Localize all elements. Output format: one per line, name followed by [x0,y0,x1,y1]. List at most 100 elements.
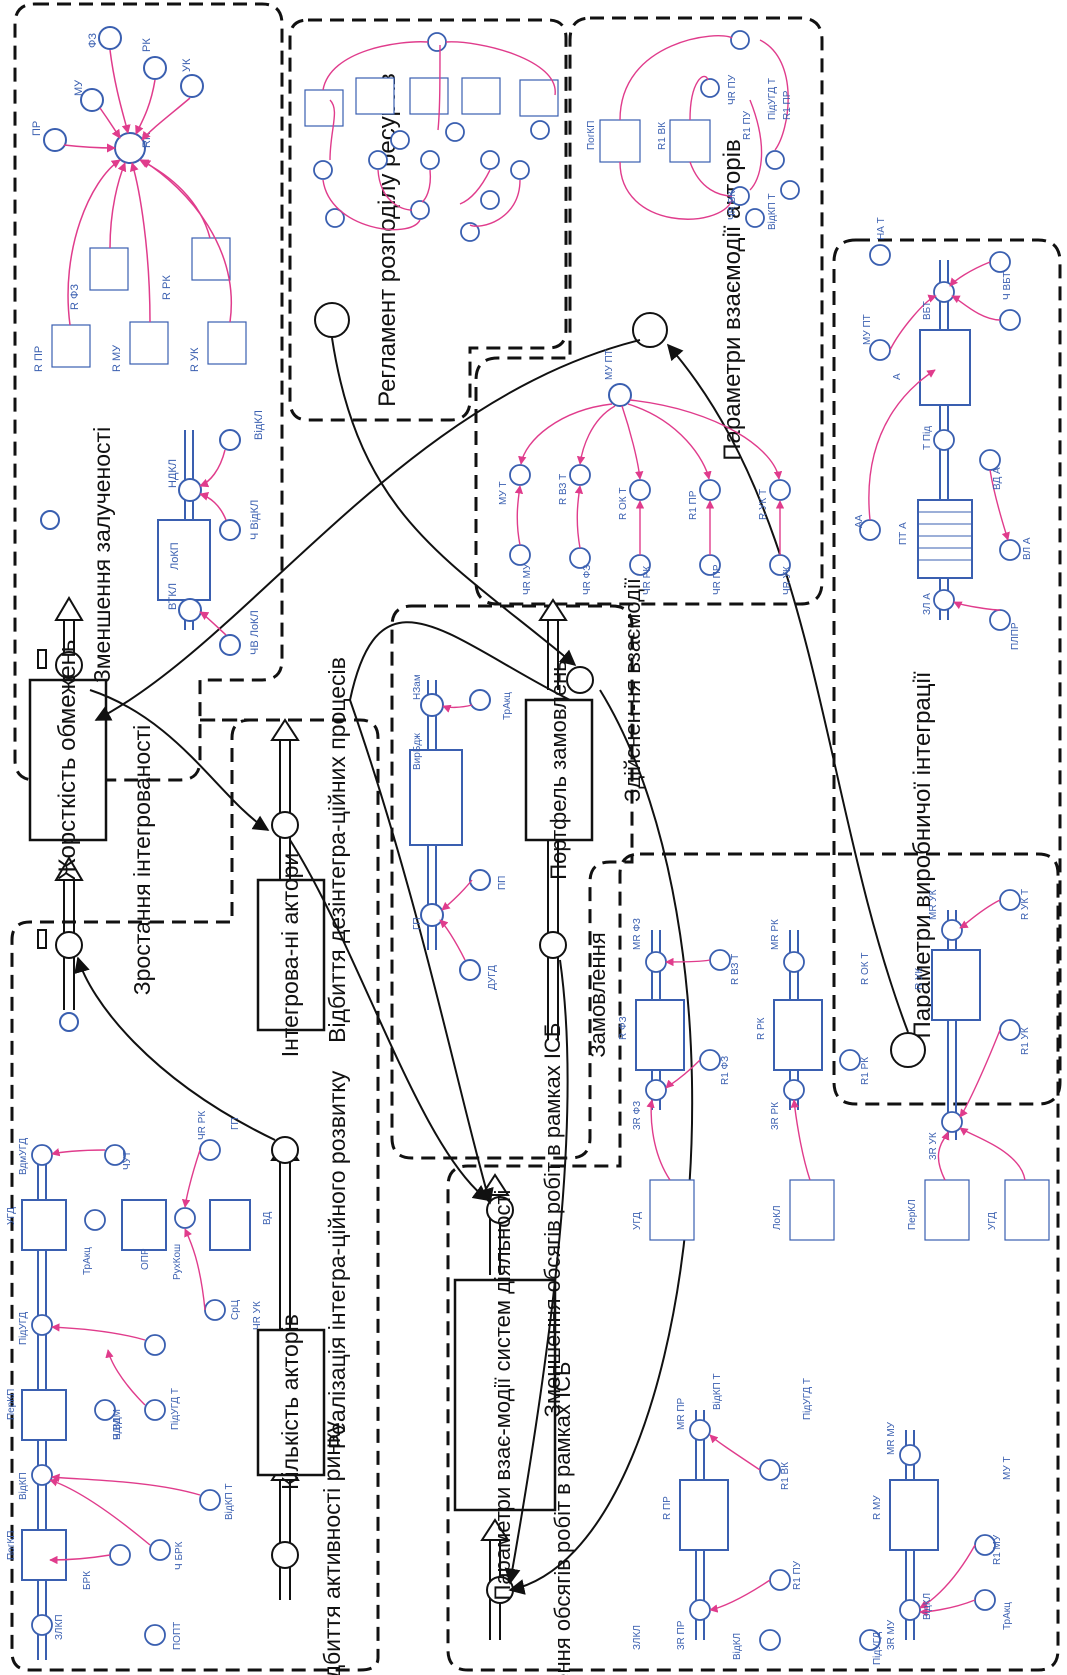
svg-text:ВЛ А: ВЛ А [1022,537,1033,560]
panel8-content: R ФЗ R РК R УК R ПР R МУ 3R ФЗ 3R РК 3R … [618,889,1050,1665]
svg-text:MR УК: MR УК [928,889,939,920]
svg-text:ВідКП Т: ВідКП Т [712,1373,723,1410]
svg-text:R ОК Т: R ОК Т [860,953,871,986]
svg-text:R1 РК: R1 РК [860,1057,871,1085]
cloud-icon [59,1012,79,1032]
svg-text:R УК Т: R УК Т [758,489,769,520]
svg-text:MR ФЗ: MR ФЗ [632,918,643,950]
actors-count-label: Кількість акторів [277,1314,303,1490]
svg-text:БРК: БРК [82,1571,93,1590]
svg-text:ГП: ГП [412,917,423,930]
svg-text:R ФЗ: R ФЗ [618,1016,629,1040]
svg-text:МУ ПТ: МУ ПТ [604,349,615,380]
svg-text:R УК: R УК [189,347,201,372]
actors-count-stock[interactable] [256,1328,326,1477]
panel-outline-3 [474,16,824,606]
valve-handle [37,649,47,669]
svg-text:ЗЛ А: ЗЛ А [922,593,933,615]
svg-text:ТрАкц: ТрАкц [82,1247,93,1275]
integration-link-node[interactable] [890,1032,926,1068]
svg-text:ПОПТ: ПОПТ [172,1622,183,1650]
panel-outline-6 [390,604,634,1160]
svg-text:ПідУГД Т: ПідУГД Т [802,1378,813,1420]
rigidity-stock-label: Жорсткість обмежень [54,640,81,881]
svg-text:ФЗ: ФЗ [87,33,99,48]
integration-realization-valve[interactable] [271,1136,299,1164]
valve-handle [37,929,47,949]
svg-text:МУ Т: МУ Т [498,481,509,505]
svg-text:MR РК: MR РК [770,919,781,950]
svg-text:ВідКП Т: ВідКП Т [224,1483,235,1520]
conveyor-icon [917,499,973,579]
order-portfolio-stock[interactable] [524,698,594,842]
interaction-execution-valve[interactable] [566,666,594,694]
svg-text:R1 УК: R1 УК [1020,1027,1031,1055]
panel-outline-2 [288,18,568,422]
rigidity-stock[interactable] [28,678,108,842]
svg-text:УГД: УГД [987,1212,998,1230]
market-activity-valve[interactable] [271,1541,299,1569]
svg-text:ЧУТ: ЧУТ [122,1151,133,1170]
svg-text:А: А [892,373,903,380]
panel5-content: НА Т МУ ПТ ВБТ Ч ВБТ А ПТ А Т Під ВД А В… [854,217,1033,650]
svg-text:УК: УК [181,58,193,72]
svg-text:ЧВ ЛоКЛ: ЧВ ЛоКЛ [249,610,261,655]
svg-text:R1 МУ: R1 МУ [992,1534,1003,1565]
svg-text:ВТКЛ: ВТКЛ [167,583,179,610]
svg-text:ВД А: ВД А [992,467,1003,490]
svg-text:3R ПР: 3R ПР [676,1620,687,1650]
regulation-link-node[interactable] [314,302,350,338]
svg-text:УГД: УГД [6,1207,17,1225]
svg-text:ВідКП Т: ВідКП Т [767,193,778,230]
svg-text:R1 ВК: R1 ВК [780,1462,791,1490]
integrated-actors-stock[interactable] [256,878,326,1032]
svg-text:ВідКЛ: ВідКЛ [253,410,265,440]
svg-text:ЧR УК: ЧR УК [252,1301,263,1330]
svg-text:3R МУ: 3R МУ [886,1619,897,1650]
svg-text:СрЦ: СрЦ [230,1299,241,1320]
svg-text:ЛоКП: ЛоКП [169,542,181,570]
interaction-link-node[interactable] [632,312,668,348]
svg-text:ЗЛКП: ЗЛКП [54,1614,65,1640]
increase-work-label: Збільшення обсягів робіт в рамках ІСБ [550,1362,575,1675]
svg-text:ПідУГД: ПідУГД [872,1632,883,1665]
panel6-content: ВирБдж НЗам ГП ТрАкц ПП ДУГД [409,674,513,990]
svg-text:R1 ПР: R1 ПР [782,90,793,120]
svg-text:ВБТ: ВБТ [922,301,933,320]
ordering-valve[interactable] [539,931,567,959]
svg-text:Ч ВБТ: Ч ВБТ [1002,272,1013,300]
svg-text:R РК: R РК [161,275,173,300]
integration-growth-valve[interactable] [55,931,83,959]
svg-text:Ч ВідКЛ: Ч ВідКЛ [249,500,261,540]
svg-text:ПерКЛ: ПерКЛ [907,1199,918,1230]
svg-text:R ВЗ Т: R ВЗ Т [730,954,741,985]
svg-text:R ВЗ Т: R ВЗ Т [558,474,569,505]
interaction-params-stock[interactable] [453,1278,557,1512]
involvement-decrease-label: Зменшення залученості [89,427,115,683]
interaction-execution-label: Здійснен-ня взаємодії [620,578,645,802]
svg-text:R ПР: R ПР [662,1496,673,1520]
order-portfolio-label: Портфель замовлень [546,660,571,879]
svg-text:ВирБдж: ВирБдж [412,733,423,770]
svg-text:МУ Т: МУ Т [1002,1456,1013,1480]
svg-text:ЧR ФЗ: ЧR ФЗ [582,565,593,595]
svg-text:ПТ А: ПТ А [898,522,909,545]
svg-text:ВД: ВД [262,1212,273,1225]
svg-text:ПР: ПР [31,121,43,136]
involvement-decrease-valve[interactable] [55,651,83,679]
svg-text:ВідКЛ: ВідКЛ [922,1593,933,1620]
svg-text:ПП: ПП [497,876,508,890]
svg-text:РухКош: РухКош [172,1244,183,1280]
svg-text:ПідУГД: ПідУГД [18,1312,29,1345]
svg-text:Ч БРК: Ч БРК [174,1541,185,1570]
svg-text:НДКЛ: НДКЛ [167,459,179,488]
integration-realization-label: Реалізація інтегра-ційного розвитку [324,1070,350,1449]
svg-text:ТрАкц: ТрАкц [1002,1602,1013,1630]
main-connectors [74,337,909,1595]
svg-text:ВДМ: ВДМ [112,1418,123,1440]
panel-outline-7 [446,852,1060,1672]
svg-text:ЧR ВК: ЧR ВК [727,191,738,220]
disintegration-valve[interactable] [271,811,299,839]
svg-text:R1 ВК: R1 ВК [657,122,668,150]
svg-text:Т Під: Т Під [922,426,933,450]
